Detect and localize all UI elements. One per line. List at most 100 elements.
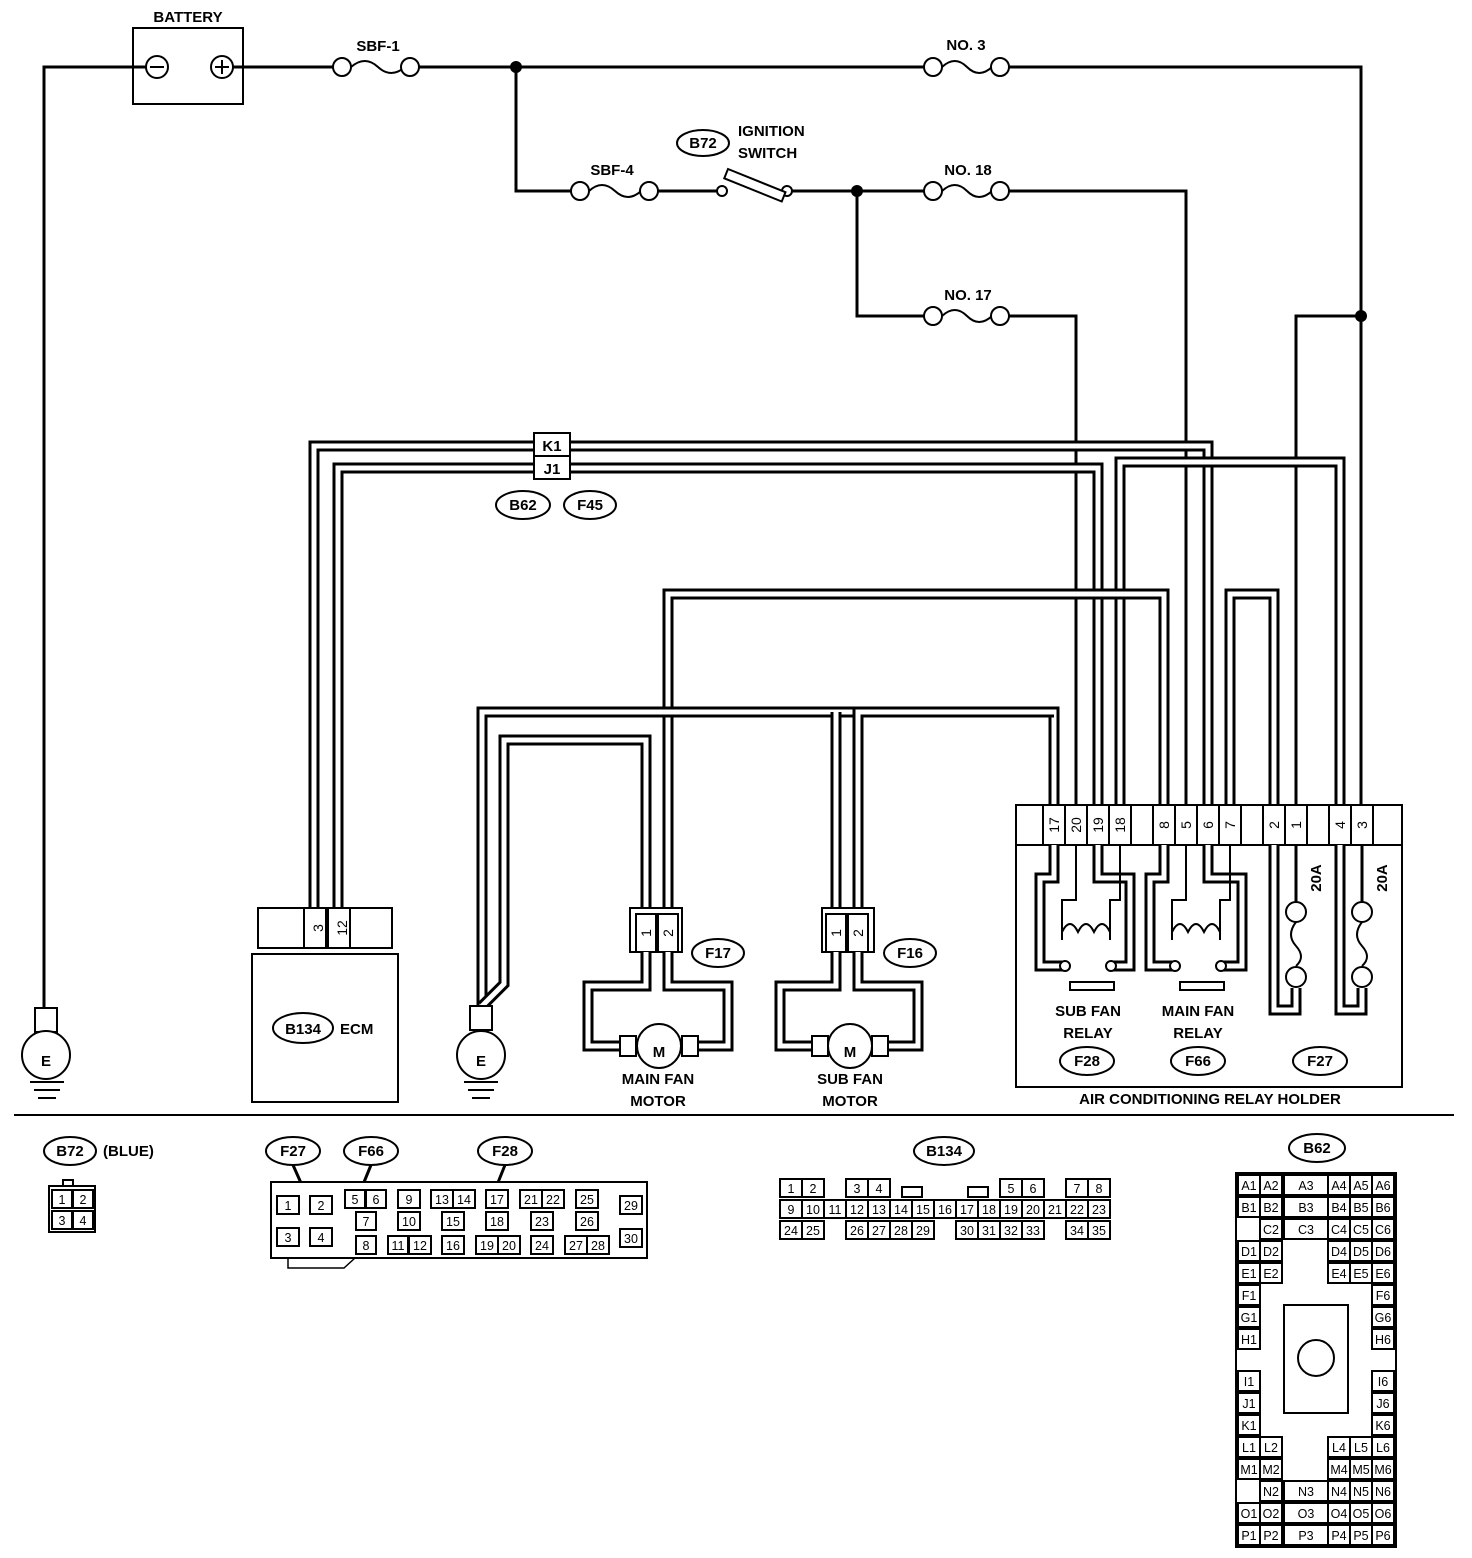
b62-pin-H1: H1 [1241,1333,1257,1347]
ground-left-label: E [41,1053,51,1070]
b62-pin-L1: L1 [1242,1441,1256,1455]
sub-fan-motor-label-1: SUB FAN [817,1071,883,1088]
b62-pin-A6: A6 [1375,1179,1390,1193]
connector-k1-j1: K1 J1 B62 F45 [495,432,617,520]
relay-holder-label: AIR CONDITIONING RELAY HOLDER [1079,1091,1341,1108]
b62-pin-C2: C2 [1263,1223,1279,1237]
sub-fan-relay-label-1: SUB FAN [1055,1003,1121,1020]
f-pin-5: 5 [352,1193,359,1207]
b62-pin-K1: K1 [1241,1419,1256,1433]
b62-pin-I1: I1 [1244,1375,1254,1389]
b62-pin-L2: L2 [1264,1441,1278,1455]
b134-pin-14: 14 [894,1203,908,1217]
f-pin-29-cell [619,1195,643,1215]
b62-pin-C4: C4 [1331,1223,1347,1237]
f-pin-12: 12 [413,1239,427,1253]
b134-pin-4-cell [867,1178,891,1198]
b134-pin-31: 31 [982,1224,996,1238]
b62-pin-D5: D5 [1353,1245,1369,1259]
b62-pin-J1: J1 [1242,1397,1255,1411]
b62-pin-B1: B1 [1241,1201,1256,1215]
rh-pin-1: 1 [1288,821,1304,829]
b62-pin-J6-cell [1371,1392,1395,1414]
f66-label: F66 [1185,1053,1211,1070]
b72-pin-3: 3 [59,1214,66,1228]
f-pin-7: 7 [363,1215,370,1229]
b62-pin-E2-cell [1259,1262,1283,1284]
b62-pin-B4: B4 [1331,1201,1346,1215]
f-pin-16-cell [441,1235,465,1255]
f-pin-12-cell [408,1235,432,1255]
b134-pin-6: 6 [1030,1182,1037,1196]
sub-fan-motor: 1 2 F16 M SUB FAN MOTOR [774,907,937,1110]
j1-label: J1 [544,461,561,478]
b62-pin-E1: E1 [1241,1267,1256,1281]
f-pin-10-cell [397,1211,421,1231]
b62-pin-D1: D1 [1241,1245,1257,1259]
sub-motor-symbol: M [844,1044,857,1061]
b62-pin-G1-cell [1237,1306,1261,1328]
f-pin-22-cell [541,1189,565,1209]
b62-pin-F6-cell [1371,1284,1395,1306]
b134-pin-32: 32 [1004,1224,1018,1238]
b62-pin-O4: O4 [1331,1507,1348,1521]
f-pin-17: 17 [490,1193,504,1207]
main-fan-relay: MAIN FAN RELAY F66 [1144,845,1248,1076]
rh-pin-7: 7 [1222,821,1238,829]
b134-pin-33: 33 [1026,1224,1040,1238]
rh-pin-18: 18 [1112,817,1128,833]
b62-pin-B5: B5 [1353,1201,1368,1215]
f-pin-8-cell [355,1235,377,1255]
b62-pin-K6-cell [1371,1414,1395,1436]
b62-pin-G1: G1 [1241,1311,1258,1325]
b134-pin-4: 4 [876,1182,883,1196]
b134-pin-26: 26 [850,1224,864,1238]
b62-pin-A5: A5 [1353,1179,1368,1193]
b62-pin-H6-cell [1371,1328,1395,1350]
f-pin-20: 20 [502,1239,516,1253]
b134-label: B134 [285,1021,322,1038]
b62-pin-L6: L6 [1376,1441,1390,1455]
harness-wires [308,440,1346,1010]
b62-pin-P6-cell [1371,1524,1395,1546]
f-pin-30-cell [619,1228,643,1248]
no17-label: NO. 17 [944,287,992,304]
b134-pin-35-cell [1087,1220,1111,1240]
b62-pin-L5: L5 [1354,1441,1368,1455]
b134-pin-8: 8 [1096,1182,1103,1196]
f-pin-1: 1 [285,1199,292,1213]
b62-pin-N6-cell [1371,1480,1395,1502]
fuse-no18: NO. 18 [923,162,1010,201]
b62-pin-N2-cell [1259,1480,1283,1502]
b134-pin-9: 9 [788,1203,795,1217]
f16-label: F16 [897,945,923,962]
b134-pin-7: 7 [1074,1182,1081,1196]
b62-pin-M6-cell [1371,1458,1395,1480]
f17-label: F17 [705,945,731,962]
relay-holder-pins: 17 20 19 18 8 5 6 7 2 1 4 3 [1042,804,1374,846]
b62-pin-M5: M5 [1352,1463,1369,1477]
b62-pin-N6: N6 [1375,1485,1391,1499]
b62-pin-J1-cell [1237,1392,1261,1414]
f-pin-13: 13 [435,1193,449,1207]
f-pin-3: 3 [285,1231,292,1245]
sbf4-label: SBF-4 [590,162,634,179]
b62-pin-P5: P5 [1353,1529,1368,1543]
relay-holder: 17 20 19 18 8 5 6 7 2 1 4 3 SUB FAN RELA… [1015,804,1403,1108]
b62-pin-F1-cell [1237,1284,1261,1306]
rh-pin-4: 4 [1332,821,1348,829]
sbf1-label: SBF-1 [356,38,399,55]
b62-pin-D2-cell [1259,1240,1283,1262]
b134-pin-29: 29 [916,1224,930,1238]
f-pin-27: 27 [569,1239,583,1253]
f-pin-4: 4 [318,1231,325,1245]
b72-label-bottom: B72 [56,1143,84,1160]
b62-pin-A2-cell [1259,1174,1283,1196]
b62-pin-D2: D2 [1263,1245,1279,1259]
f-pin-8: 8 [363,1239,370,1253]
b62-pin-O2-cell [1259,1502,1283,1524]
b62-pin-H1-cell [1237,1328,1261,1350]
fuse-sbf4: SBF-4 [570,162,659,201]
